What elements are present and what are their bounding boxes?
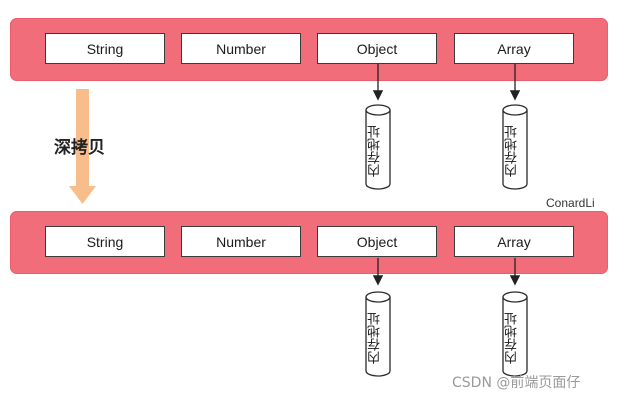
bottom-array-memory-label: 内存地址 [504, 312, 519, 364]
top-array-memory-cylinder [502, 104, 528, 190]
top-string-cell: String [45, 33, 165, 64]
watermark-text: CSDN @前端页面仔 [452, 375, 581, 391]
bottom-variable-bar: String Number Object Array [10, 211, 608, 274]
bottom-array-cell: Array [454, 226, 574, 257]
bottom-string-cell: String [45, 226, 165, 257]
bottom-number-cell: Number [181, 226, 301, 257]
top-array-memory-label: 内存地址 [504, 125, 519, 177]
top-array-cell: Array [454, 33, 574, 64]
deep-copy-label: 深拷贝 [54, 138, 105, 158]
bottom-object-memory-cylinder [365, 291, 391, 377]
bottom-array-memory-cylinder [502, 291, 528, 377]
top-variable-bar: String Number Object Array [10, 18, 608, 81]
bottom-object-cell: Object [317, 226, 437, 257]
deep-copy-arrow [69, 89, 96, 204]
author-label: ConardLi [546, 196, 595, 210]
top-object-cell: Object [317, 33, 437, 64]
bottom-object-memory-label: 内存地址 [367, 312, 382, 364]
top-object-memory-label: 内存地址 [367, 125, 382, 177]
top-number-cell: Number [181, 33, 301, 64]
top-object-memory-cylinder [365, 104, 391, 190]
